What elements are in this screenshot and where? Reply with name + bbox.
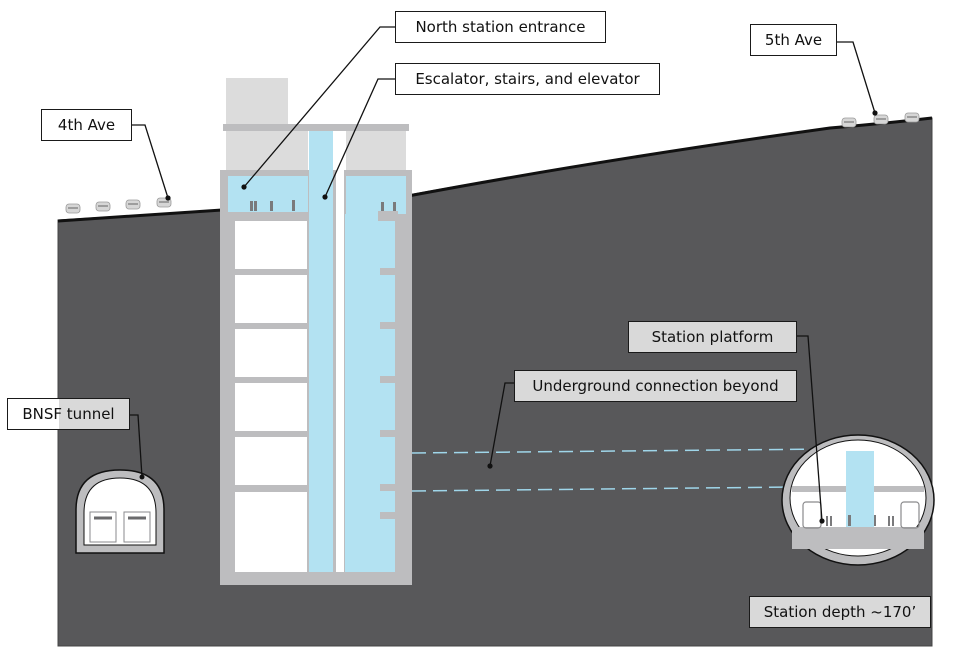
leader-escalator [324, 78, 395, 198]
station-ledge [380, 376, 396, 383]
connection-dash-upper [411, 448, 831, 454]
label-5th-ave: 5th Ave [750, 24, 837, 56]
left-hall-floor [228, 212, 308, 220]
leader-lines [130, 26, 876, 522]
station-ledges [380, 268, 396, 519]
car-icon [841, 117, 857, 128]
station-floor-room [235, 221, 307, 269]
station-platform-floor [792, 527, 924, 549]
footing-left [220, 575, 236, 585]
leader-4th-ave [132, 124, 169, 199]
car-icon [65, 203, 81, 214]
car-icon [95, 201, 111, 212]
label-4th-ave: 4th Ave [41, 109, 132, 141]
label-escalator-stairs-elevator: Escalator, stairs, and elevator [395, 63, 660, 95]
footing-right [396, 575, 412, 585]
entrance-hall [228, 176, 308, 214]
leader-dots [165, 110, 878, 524]
elevator-core [336, 131, 344, 572]
ground-mass [57, 117, 933, 647]
label-station-depth: Station depth ~170’ [749, 596, 931, 628]
label-north-station-entrance: North station entrance [395, 11, 606, 43]
station-floor-room [235, 275, 307, 323]
ground-surface-left [57, 208, 223, 223]
station-ledge [380, 512, 396, 519]
car-icon [873, 114, 889, 125]
people-platform [826, 515, 894, 526]
building-roof-slab [223, 124, 409, 131]
people-entrance [250, 200, 396, 211]
station-floor-room [235, 437, 307, 485]
bnsf-tunnel-interior [83, 477, 157, 546]
building-left-block [226, 131, 308, 173]
station-base [220, 572, 412, 580]
leader-platform [796, 335, 823, 522]
car-icon [125, 199, 141, 210]
escalator-shaft [309, 131, 333, 572]
station-ledge [380, 484, 396, 491]
building-right-block [346, 131, 406, 173]
building-upper-block [226, 78, 288, 128]
station-floor-room [235, 383, 307, 431]
leader-bnsf [130, 414, 143, 478]
bnsf-trains [89, 511, 151, 543]
label-bnsf-tunnel: BNSF tunnel [7, 398, 130, 430]
station-ledge [380, 430, 396, 437]
right-hall-ledge [378, 211, 398, 221]
connection-dash-lower [411, 486, 796, 492]
label-station-platform: Station platform [628, 321, 797, 353]
car-icon [904, 112, 920, 123]
station-floor-room [235, 329, 307, 377]
leader-north-entrance [243, 26, 395, 188]
station-ledge [380, 322, 396, 329]
station-floors [235, 221, 307, 572]
label-underground-connection: Underground connection beyond [514, 370, 797, 402]
station-shaft-glass [846, 451, 874, 527]
station-ledge [380, 268, 396, 275]
right-hall [346, 176, 406, 214]
station-floor-room [235, 492, 307, 572]
leader-connection [489, 382, 514, 467]
leader-5th-ave [837, 41, 876, 114]
